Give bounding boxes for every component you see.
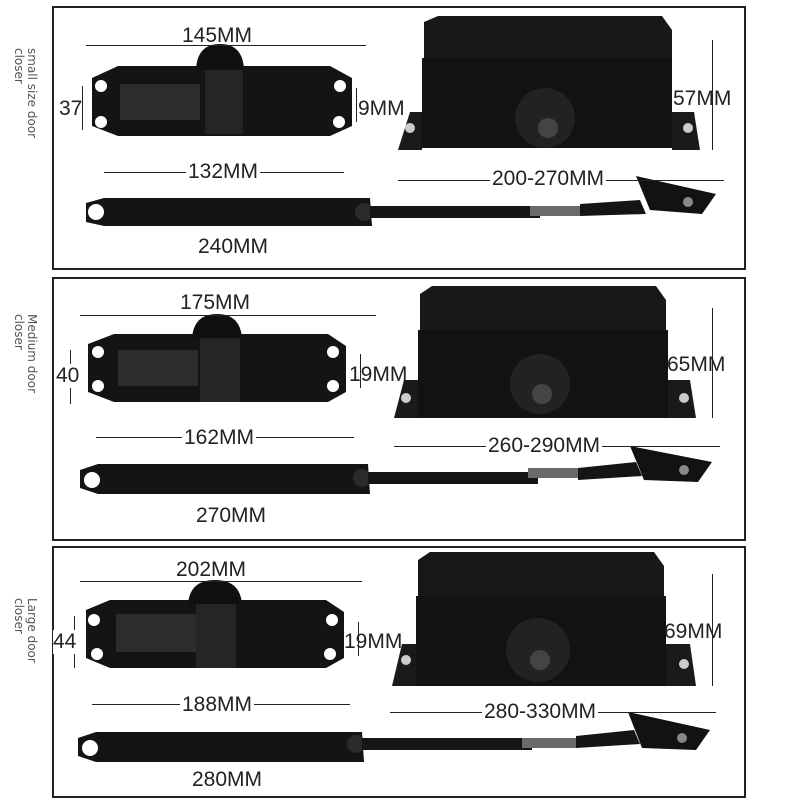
large-closer-arm	[78, 712, 710, 762]
medium-closer-box-front-view	[394, 286, 696, 418]
medium-arm-reach-dim: 260-290MM	[486, 434, 603, 458]
large-box-height-dim: 69MM	[664, 620, 723, 643]
small-arm-reach-dim: 200-270MM	[490, 167, 607, 191]
medium-hole-offset-dim: 19MM	[349, 363, 408, 386]
medium-box-height-dim: 65MM	[667, 353, 726, 376]
large-hole-offset-dim: 19MM	[344, 630, 403, 653]
medium-body-length-dim: 175MM	[180, 291, 251, 314]
small-arm-length-dim: 240MM	[198, 235, 269, 258]
small-body-height-line	[82, 86, 83, 130]
large-arm-length-dim: 280MM	[192, 768, 263, 791]
small-hole-offset-dim: 9MM	[358, 97, 405, 120]
medium-closer-size-label: Medium door closer	[12, 314, 39, 394]
large-hole-offset-line	[358, 622, 359, 656]
large-closer-body-top-view	[86, 580, 344, 668]
medium-closer-arm	[80, 446, 712, 494]
medium-hole-spacing-dim: 162MM	[182, 426, 257, 450]
large-body-length-line	[80, 581, 362, 582]
small-closer-size-label: small size door closer	[12, 48, 39, 139]
small-closer-body-top-view	[92, 44, 352, 136]
medium-body-height-dim: 40	[56, 364, 80, 388]
small-box-height-dim: 57MM	[673, 87, 732, 110]
small-closer-arm	[86, 176, 716, 226]
small-hole-offset-line	[356, 88, 357, 122]
large-closer-box-front-view	[392, 552, 696, 686]
large-hole-spacing-dim: 188MM	[180, 693, 255, 717]
large-arm-reach-dim: 280-330MM	[482, 700, 599, 724]
large-body-height-dim: 44	[53, 630, 77, 654]
medium-hole-offset-line	[360, 354, 361, 388]
small-hole-spacing-dim: 132MM	[186, 160, 261, 184]
medium-arm-length-dim: 270MM	[196, 504, 267, 527]
small-body-height-dim: 37	[59, 97, 83, 120]
large-box-height-line	[712, 574, 713, 686]
medium-closer-body-top-view	[88, 314, 346, 402]
small-body-length-line	[86, 45, 366, 46]
small-closer-box-front-view	[398, 16, 700, 150]
large-body-length-dim: 202MM	[176, 558, 247, 581]
small-box-height-line	[712, 40, 713, 150]
medium-body-length-line	[80, 315, 376, 316]
large-closer-size-label: Large door closer	[12, 598, 39, 663]
small-body-length-dim: 145MM	[182, 24, 253, 47]
medium-box-height-line	[712, 308, 713, 418]
